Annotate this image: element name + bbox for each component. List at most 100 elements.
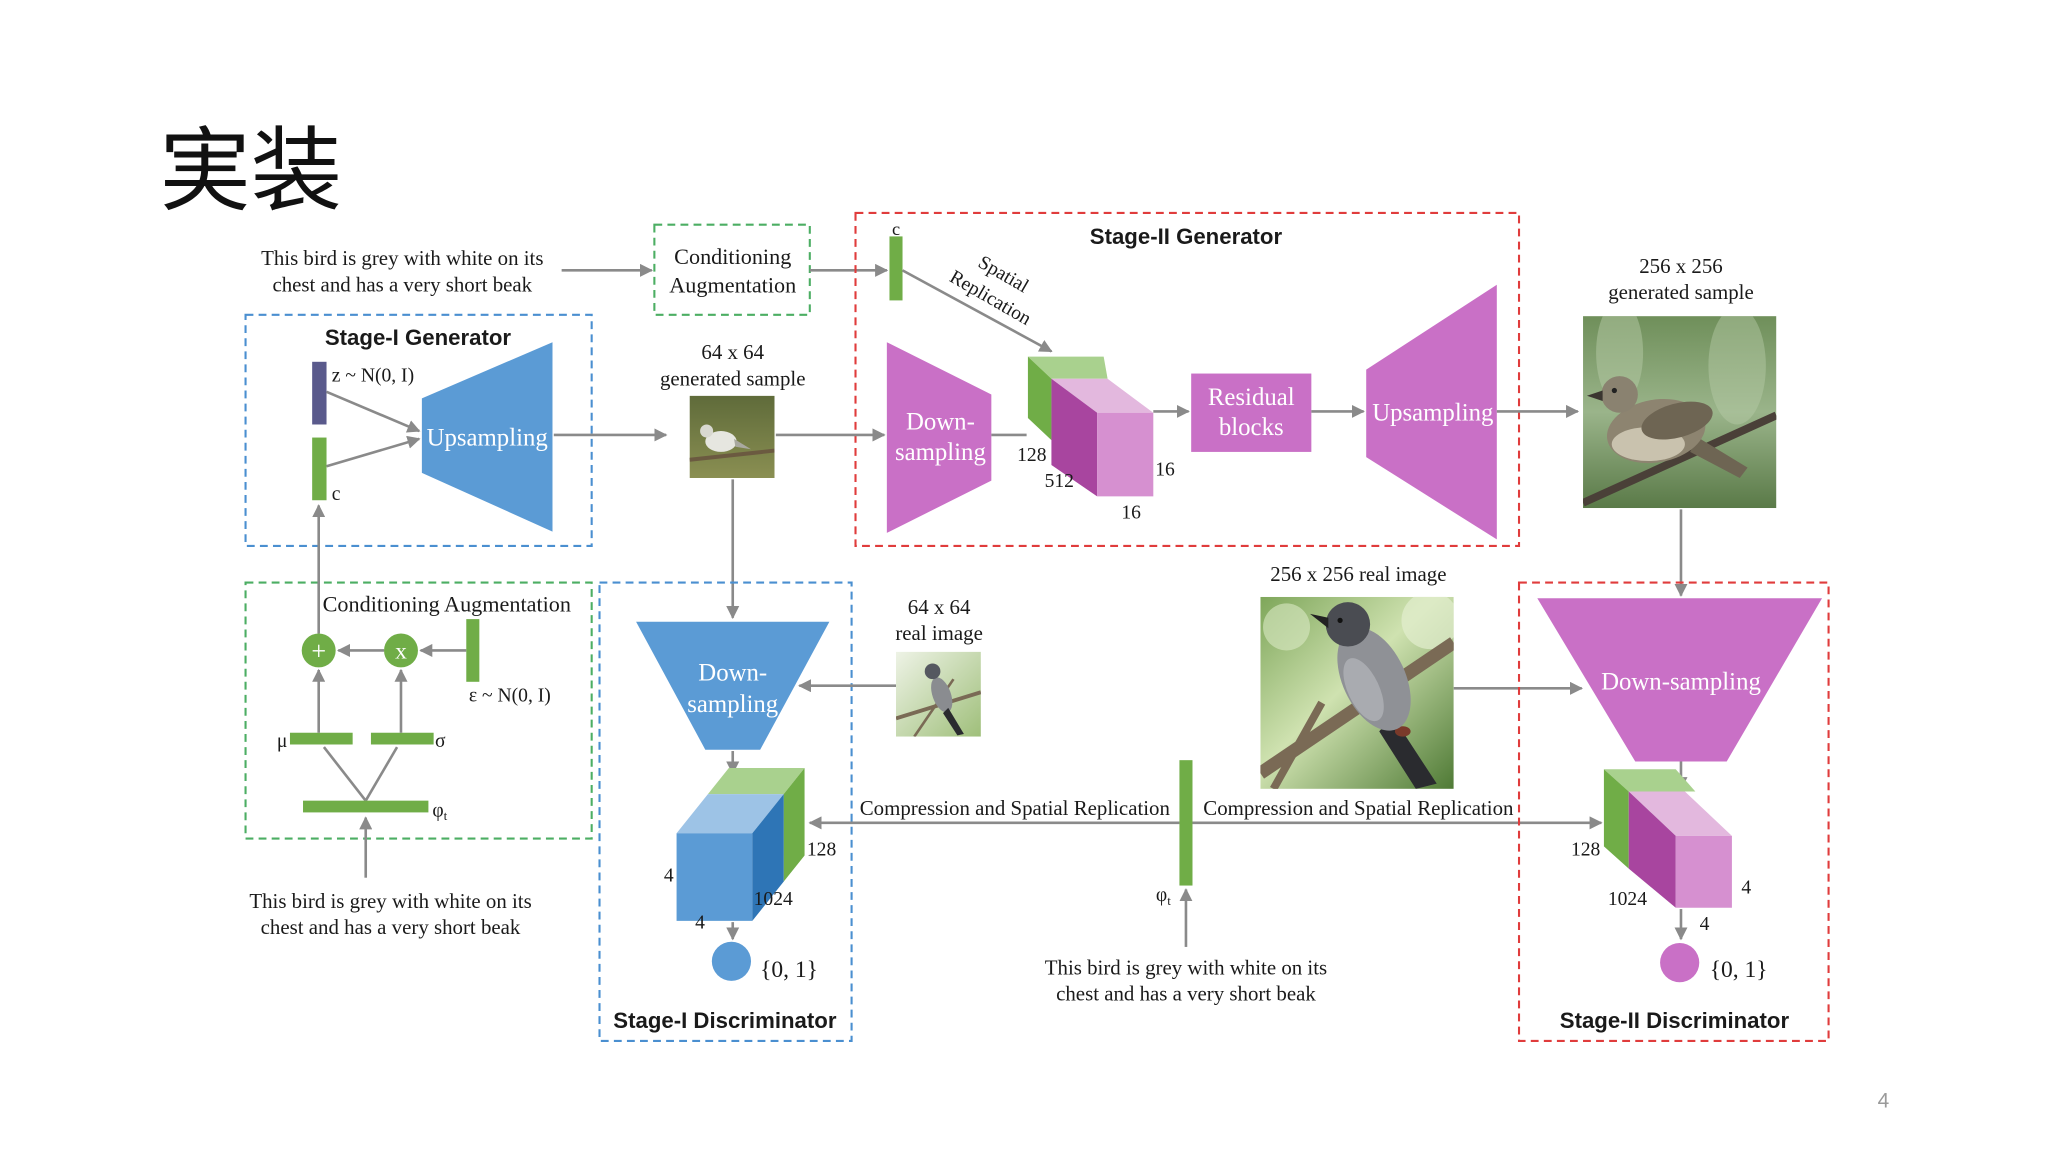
sigma-vector bbox=[370, 732, 434, 745]
text-description-line-1: This bird is grey with white on its bbox=[261, 246, 543, 270]
stage1-output-node bbox=[711, 941, 752, 981]
conditioning-augmentation-top-box: Conditioning Augmentation bbox=[653, 223, 811, 316]
stage2-output-label: {0, 1} bbox=[1710, 957, 1768, 983]
stage2-disc-downsampling-label: Down-sampling bbox=[1601, 669, 1761, 696]
cube2-dim-4-bottom: 4 bbox=[1700, 914, 1710, 935]
mu-vector bbox=[289, 732, 353, 745]
cube1-dim-1024: 1024 bbox=[754, 889, 793, 910]
left-description-line-2: chest and has a very short beak bbox=[261, 915, 521, 939]
stage2-generator-border bbox=[854, 211, 1521, 548]
cube1-dim-4-left: 4 bbox=[664, 866, 674, 887]
cube2-green-top bbox=[1603, 769, 1696, 792]
residual-blocks-box bbox=[1191, 373, 1312, 452]
sample256-line-1: 256 x 256 bbox=[1639, 254, 1723, 278]
stage2-downsampling-line-1: Down- bbox=[906, 409, 975, 436]
compression-section: Compression and Spatial Replication Comp… bbox=[808, 760, 1603, 947]
cube-green-top bbox=[1027, 356, 1108, 379]
residual-line-2: blocks bbox=[1219, 414, 1284, 441]
cube1-dim-128: 128 bbox=[807, 840, 837, 861]
cube1-front-face bbox=[676, 833, 753, 921]
z-label: z ~ N(0, I) bbox=[332, 365, 414, 386]
middle-description-line-2: chest and has a very short beak bbox=[1056, 981, 1316, 1005]
slide-title: 実装 bbox=[159, 117, 342, 224]
top-text-description: This bird is grey with white on its ches… bbox=[261, 246, 543, 296]
plus-operator bbox=[301, 633, 336, 668]
ca-top-line-1: Conditioning bbox=[674, 244, 791, 269]
phi-symbol: φ bbox=[432, 800, 443, 821]
phi-t-label: φt bbox=[432, 800, 447, 823]
stage1-downsampling-line-1: Down- bbox=[698, 659, 767, 686]
real256-label: 256 x 256 real image bbox=[1270, 562, 1446, 586]
stage1-discriminator-border bbox=[598, 581, 853, 1043]
sample64-line-1: 64 x 64 bbox=[701, 340, 764, 364]
cube1-dim-4-bottom: 4 bbox=[695, 913, 705, 934]
phi-subscript-middle: t bbox=[1167, 893, 1171, 908]
noise-vector-z bbox=[312, 361, 327, 425]
stage2-discriminator-border bbox=[1517, 581, 1830, 1043]
cube2-dim-1024: 1024 bbox=[1608, 889, 1647, 910]
ca-title: Conditioning Augmentation bbox=[323, 591, 571, 616]
stage2-downsampling-block bbox=[886, 342, 992, 533]
stage1-upsampling-label: Upsampling bbox=[427, 424, 548, 451]
times-symbol: x bbox=[395, 638, 407, 664]
cube1-green-side bbox=[783, 768, 805, 882]
stage2-generator: Stage-II Generator c Spatial Replication… bbox=[854, 211, 1521, 548]
cube-front-face bbox=[1097, 412, 1154, 497]
stage1-output-label: {0, 1} bbox=[760, 957, 818, 983]
middle-description-line-1: This bird is grey with white on its bbox=[1045, 955, 1327, 979]
times-operator bbox=[384, 633, 418, 668]
left-description-line-1: This bird is grey with white on its bbox=[249, 889, 531, 913]
phi-t-vector bbox=[303, 800, 429, 813]
cube-green-side bbox=[1027, 356, 1052, 441]
plus-symbol: + bbox=[311, 637, 326, 666]
phi-subscript: t bbox=[444, 808, 448, 823]
cube-dim-512: 512 bbox=[1045, 471, 1074, 492]
cube2-green-side bbox=[1603, 769, 1629, 869]
stage2-discriminator: Down-sampling 128 1024 4 4 {0, 1} Stage-… bbox=[1517, 581, 1830, 1043]
stage1-downsampling-block bbox=[636, 621, 830, 750]
ca-top-border bbox=[653, 223, 811, 316]
stage1-downsampling-line-2: sampling bbox=[687, 691, 778, 718]
cube1-right-face bbox=[752, 794, 784, 921]
stage1-generator: Stage-I Generator z ~ N(0, I) c Upsampli… bbox=[244, 313, 593, 548]
sigma-label: σ bbox=[435, 731, 446, 752]
cube-top-face bbox=[1051, 378, 1154, 413]
sample256-line-2: generated sample bbox=[1608, 280, 1753, 304]
epsilon-label: ε ~ N(0, I) bbox=[469, 685, 551, 706]
ca-border bbox=[244, 581, 593, 840]
left-text-description: This bird is grey with white on its ches… bbox=[249, 889, 531, 939]
ca-top-line-2: Augmentation bbox=[669, 273, 796, 298]
arrow-z-to-upsampling bbox=[326, 390, 421, 433]
arrow-spatial-replication bbox=[901, 269, 1053, 353]
generated-sample-64-image bbox=[689, 395, 775, 479]
stage2-upsampling-label: Upsampling bbox=[1372, 400, 1493, 427]
cube1-top-face bbox=[676, 794, 784, 834]
cube-dim-16-bottom: 16 bbox=[1121, 503, 1141, 524]
stage2-discriminator-title: Stage-II Discriminator bbox=[1560, 1008, 1790, 1033]
real64-line-2: real image bbox=[895, 621, 983, 645]
text-description-line-2: chest and has a very short beak bbox=[272, 272, 532, 296]
line-phi-to-mu bbox=[322, 746, 367, 802]
stage1-generator-title: Stage-I Generator bbox=[325, 325, 512, 350]
cube2-top-face bbox=[1628, 791, 1732, 836]
phi-t-vector-middle bbox=[1179, 760, 1193, 886]
c-label: c bbox=[332, 484, 341, 505]
stage2-output-node bbox=[1660, 943, 1700, 983]
stage2-c-label: c bbox=[892, 219, 900, 239]
real-image-64 bbox=[895, 651, 981, 737]
generated-sample-256-image bbox=[1583, 316, 1777, 509]
stage1-generator-border bbox=[244, 313, 593, 548]
stage1-upsampling-block bbox=[421, 342, 553, 532]
residual-line-1: Residual bbox=[1208, 384, 1295, 411]
cube2-front-face bbox=[1675, 835, 1732, 908]
condition-vector-c bbox=[312, 437, 327, 501]
cube-dim-16-right: 16 bbox=[1155, 459, 1175, 480]
stage2-generator-tensor-cube bbox=[1027, 356, 1154, 497]
cube1-green-top bbox=[707, 768, 805, 795]
stage2-generator-title: Stage-II Generator bbox=[1090, 224, 1283, 249]
phi-t-label-middle: φt bbox=[1156, 885, 1171, 908]
cube2-dim-128: 128 bbox=[1571, 840, 1601, 861]
phi-symbol-middle: φ bbox=[1156, 885, 1167, 906]
cube-dim-128: 128 bbox=[1017, 445, 1047, 466]
